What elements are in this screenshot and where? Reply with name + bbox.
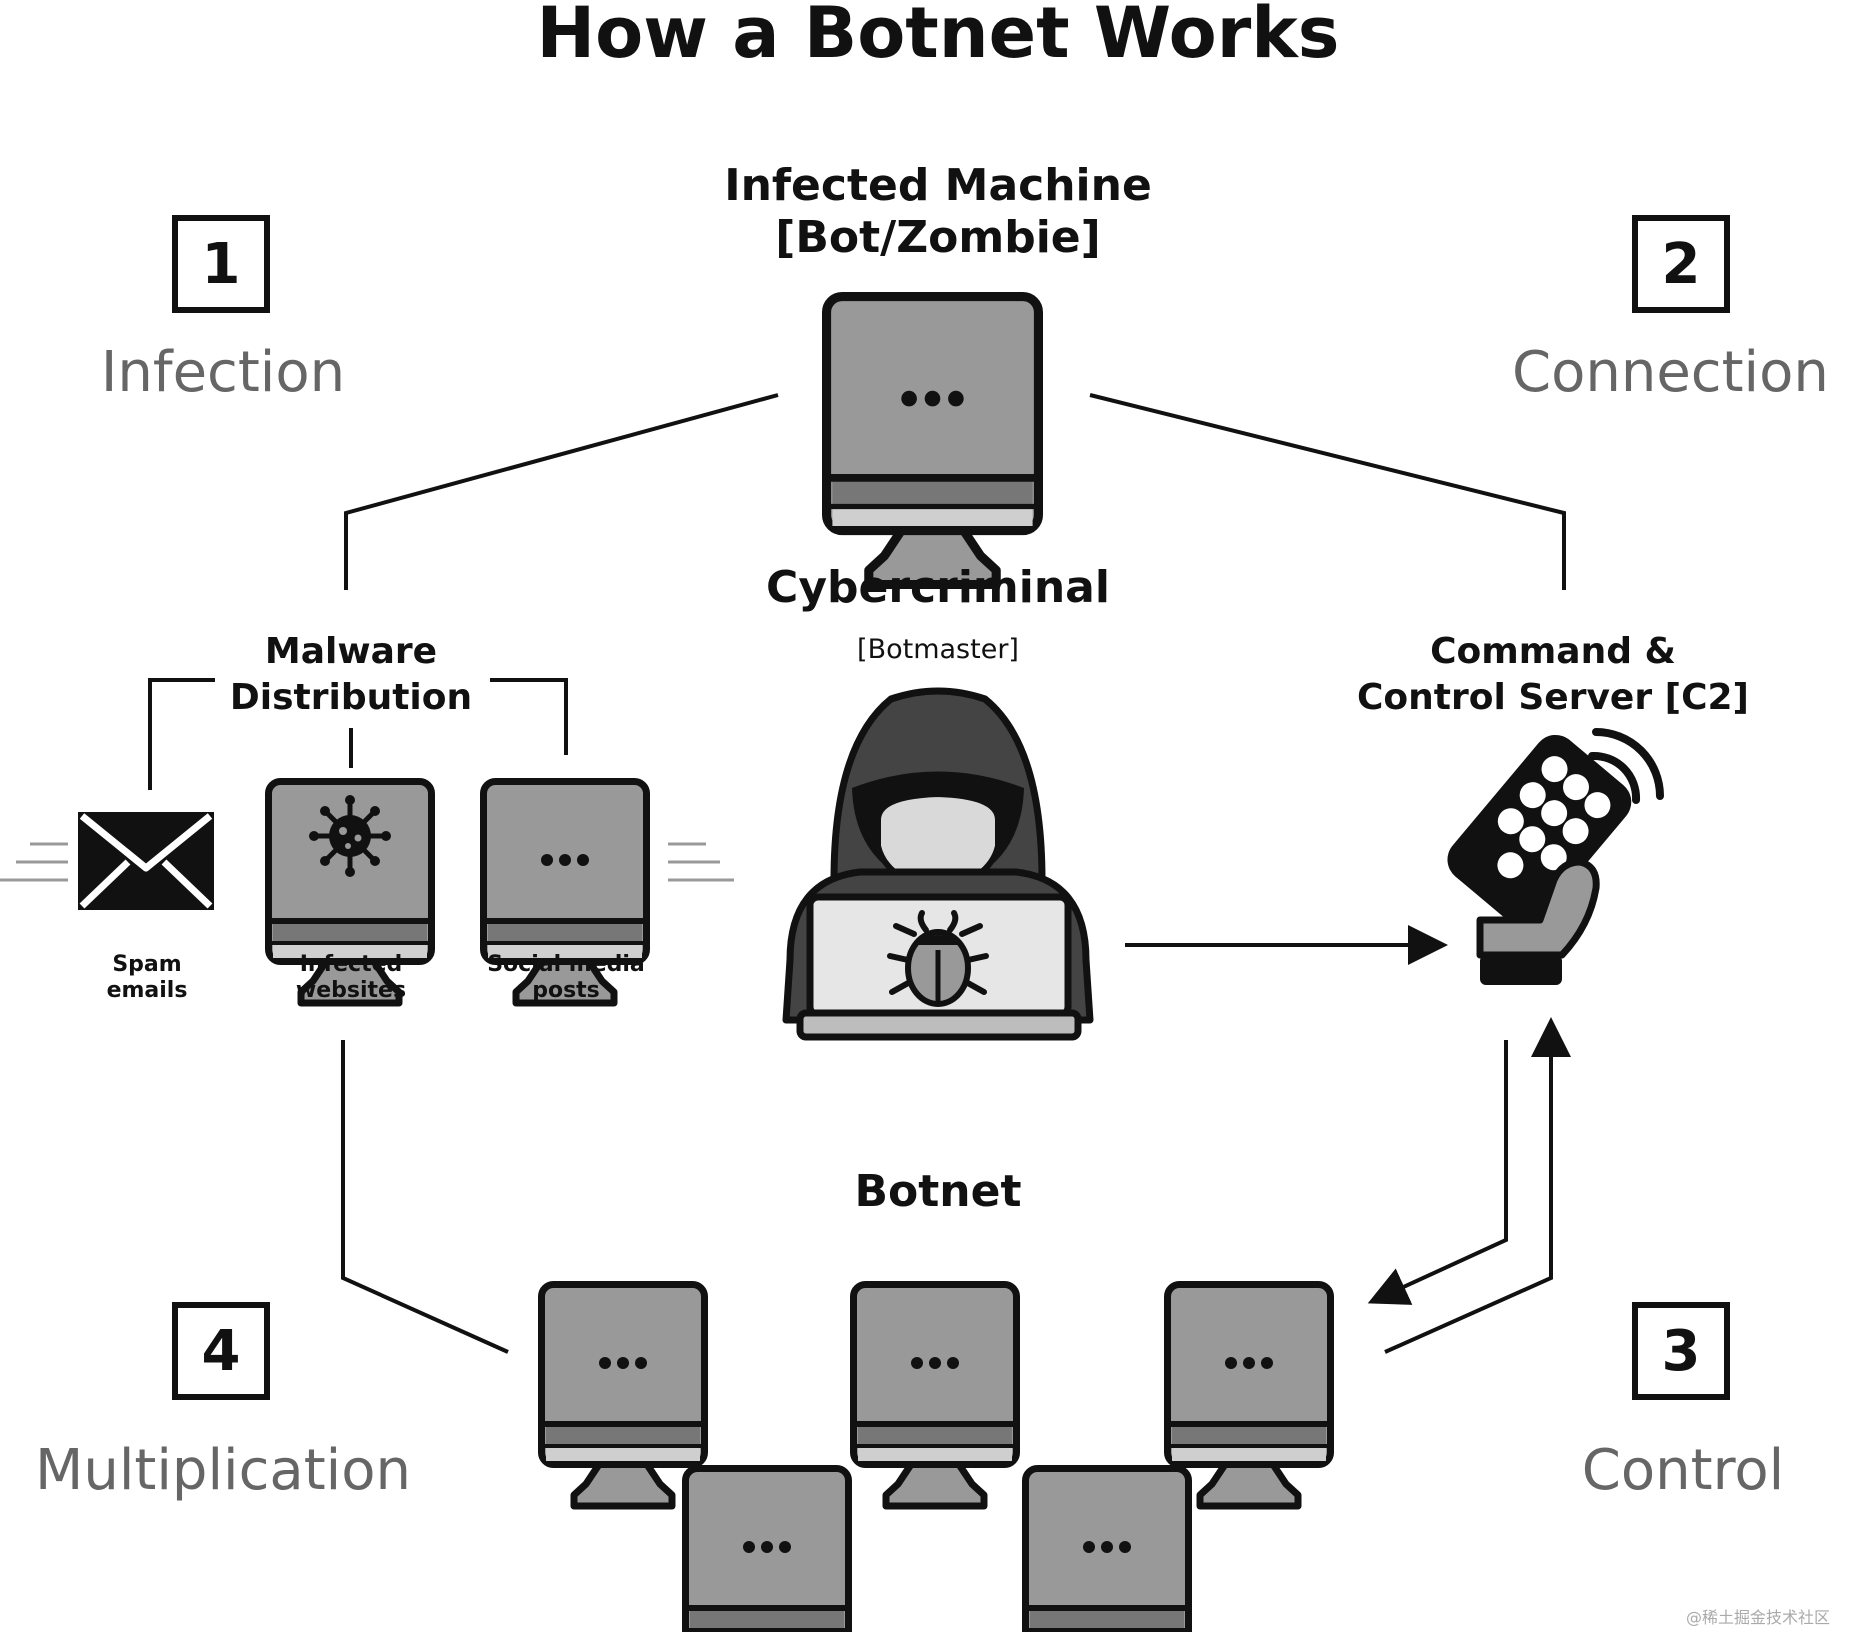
- cybercriminal-subtitle: [Botmaster]: [857, 634, 1019, 665]
- malware-distribution-line2: Distribution: [229, 677, 473, 718]
- monitor-icon: [1026, 1469, 1189, 1632]
- monitor-icon: [265, 778, 435, 1007]
- botnet-label: Botnet: [854, 1166, 1022, 1217]
- diagram-title: How a Botnet Works: [536, 0, 1340, 74]
- channel-spam-emails: Spam emails: [107, 952, 188, 1004]
- c2-server-line2: Control Server [C2]: [1357, 677, 1749, 718]
- step-number-3: 3: [1632, 1302, 1730, 1400]
- step-name-multiplication: Multiplication: [35, 1438, 411, 1503]
- step-number-2: 2: [1632, 215, 1730, 313]
- c2-server-line1: Command &: [1430, 631, 1676, 672]
- malware-distribution-label: Malware Distribution: [230, 629, 472, 721]
- monitor-icon: [827, 297, 1039, 585]
- infected-machine-line1: Infected Machine: [724, 160, 1152, 211]
- hacker-icon: [782, 687, 1094, 1041]
- monitor-icon: [542, 1285, 705, 1507]
- infected-machine-label: Infected Machine [Bot/Zombie]: [724, 160, 1152, 264]
- monitor-icon: [1168, 1285, 1331, 1507]
- connector-lines: [148, 393, 1571, 1354]
- cybercriminal-title: Cybercriminal: [766, 562, 1110, 613]
- envelope-icon: [78, 812, 214, 910]
- channel-infected-websites: Infected websites: [296, 952, 406, 1004]
- channel-websites-line2: websites: [295, 978, 407, 1003]
- c2-server-label: Command & Control Server [C2]: [1357, 629, 1749, 721]
- channel-websites-line1: Infected: [299, 952, 403, 977]
- bug-icon: [887, 910, 989, 995]
- step-number-4: 4: [172, 1302, 270, 1400]
- monitor-icon: [854, 1285, 1017, 1507]
- malware-distribution-line1: Malware: [264, 631, 438, 672]
- step-number-1: 1: [172, 215, 270, 313]
- channel-social-media-posts: Social media posts: [487, 952, 645, 1004]
- channel-spam-line2: emails: [106, 978, 188, 1003]
- channel-social-line2: posts: [532, 978, 600, 1003]
- speed-lines: [0, 842, 734, 882]
- step-name-infection: Infection: [100, 340, 346, 405]
- monitor-icon: [686, 1469, 849, 1632]
- step-name-connection: Connection: [1512, 340, 1829, 405]
- step-name-control: Control: [1581, 1438, 1785, 1503]
- infected-machine-line2: [Bot/Zombie]: [775, 212, 1101, 263]
- channel-social-line1: Social media: [487, 952, 645, 977]
- virus-icon: [309, 795, 391, 877]
- channel-spam-line1: Spam: [112, 952, 182, 977]
- watermark: @稀土掘金技术社区: [1686, 1608, 1831, 1627]
- remote-control-icon: [1447, 728, 1664, 985]
